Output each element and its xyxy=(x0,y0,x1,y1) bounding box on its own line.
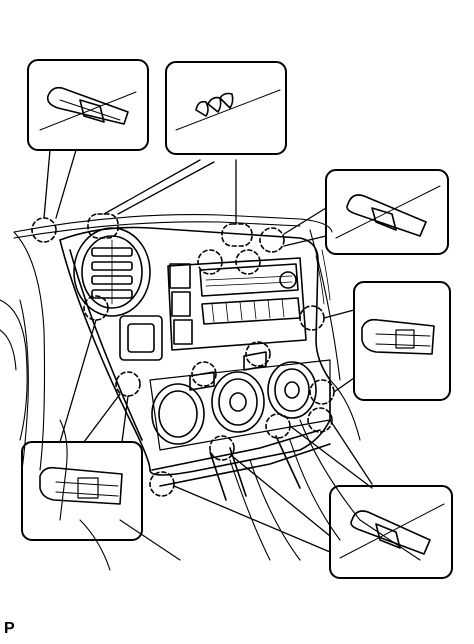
clip-location-markers xyxy=(31,213,335,497)
center-console-panel xyxy=(59,226,331,476)
callout-top-left xyxy=(27,59,149,151)
leader-lines xyxy=(43,149,373,553)
callout-left-lower xyxy=(21,441,143,541)
callout-bottom-right xyxy=(329,485,453,579)
dashboard-background xyxy=(0,214,421,571)
hazard-switch xyxy=(119,315,163,361)
figure-corner-code: P xyxy=(4,620,15,637)
audio-unit xyxy=(167,257,307,351)
lower-console xyxy=(151,429,331,501)
left-air-vent xyxy=(73,227,151,317)
callout-right-middle xyxy=(353,281,451,401)
callout-top-center xyxy=(165,61,287,155)
callout-right-upper xyxy=(325,169,449,255)
